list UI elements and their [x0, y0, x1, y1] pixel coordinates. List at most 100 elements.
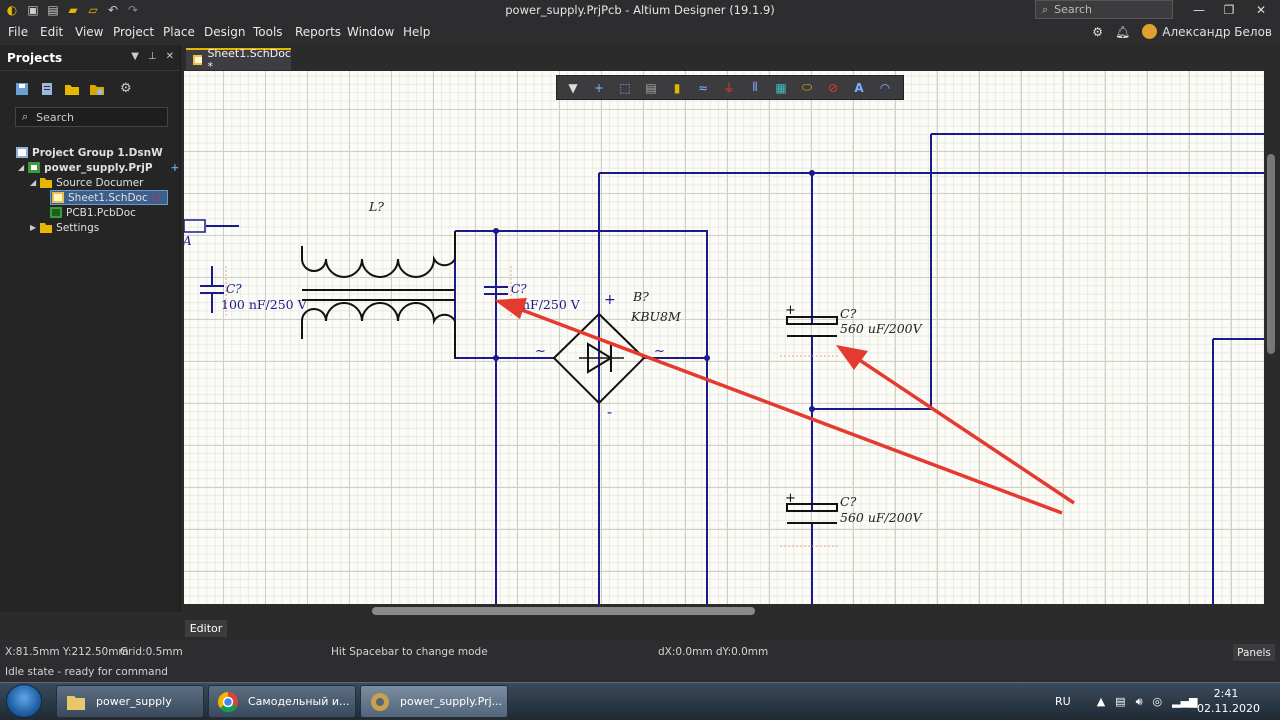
expand-arrow-icon[interactable]: ▶: [30, 223, 37, 232]
harness-icon[interactable]: ▦: [775, 80, 787, 95]
tab-sheet1[interactable]: Sheet1.SchDoc *: [186, 47, 291, 73]
move-icon[interactable]: +: [593, 80, 605, 95]
menu-reports[interactable]: Reports: [295, 25, 342, 39]
open-project-folder-icon[interactable]: [64, 81, 80, 97]
tree-item-pcb1[interactable]: PCB1.PcbDoc: [50, 205, 136, 220]
cap2-value: nF/250 V: [522, 297, 581, 312]
signal-icon[interactable]: ▂▄▆: [1172, 695, 1198, 708]
gear-icon[interactable]: ⚙: [1092, 24, 1104, 39]
close-button[interactable]: ✕: [1255, 3, 1267, 17]
settings-gear-icon[interactable]: ⚙: [120, 81, 132, 96]
menu-project[interactable]: Project: [113, 25, 155, 39]
taskbar-clock[interactable]: 2:41 02.11.2020: [1197, 686, 1260, 716]
start-button[interactable]: [6, 684, 42, 718]
redo-icon[interactable]: ↷: [127, 3, 139, 17]
compile-icon[interactable]: [39, 81, 55, 97]
vertical-scrollbar[interactable]: [1264, 71, 1280, 604]
open-project-icon[interactable]: ▱: [88, 3, 98, 17]
menu-help[interactable]: Help: [403, 25, 431, 39]
bus-icon[interactable]: ⫴: [752, 80, 758, 94]
bridge-plus: +: [604, 292, 616, 308]
junction-dot: [493, 355, 499, 361]
pin-icon[interactable]: ⊥: [147, 51, 157, 62]
vertical-scroll-thumb[interactable]: [1267, 154, 1275, 354]
panel-menu-icon[interactable]: ▼: [131, 51, 139, 62]
arc-icon[interactable]: ◠: [879, 80, 891, 95]
add-document-icon[interactable]: +: [170, 161, 180, 174]
tray-overflow-icon[interactable]: ▲: [1096, 695, 1106, 708]
horizontal-scroll-thumb[interactable]: [372, 607, 755, 615]
editor-tab[interactable]: Editor: [185, 620, 227, 637]
avatar: [1142, 24, 1158, 39]
collapse-arrow-icon[interactable]: ◢: [30, 178, 37, 187]
open-folder-icon[interactable]: ▰: [68, 3, 78, 17]
text-icon[interactable]: A: [854, 80, 864, 95]
altium-logo-icon: ◐: [6, 3, 18, 17]
user-menu[interactable]: Александр Белов: [1142, 24, 1272, 39]
window-title: power_supply.PrjPcb - Altium Designer (1…: [505, 3, 775, 17]
folder-icon: [67, 695, 85, 710]
wire-icon[interactable]: ≈: [697, 80, 709, 95]
junction-dot: [809, 406, 815, 412]
tree-item-label: Sheet1.SchDoc: [68, 191, 148, 204]
place-part-icon[interactable]: ▮: [673, 80, 681, 95]
taskbar-item-chrome[interactable]: Самодельный и...: [208, 685, 356, 718]
inductor-ref: L?: [368, 199, 384, 214]
taskbar-item-label: power_supply.Prj...: [400, 695, 503, 708]
tree-item-power-supply-project[interactable]: ◢ power_supply.PrjP +: [18, 160, 179, 175]
filter-icon[interactable]: ▼: [568, 80, 578, 95]
cap3-ref: C?: [840, 306, 857, 321]
panel-close-icon[interactable]: ✕: [165, 51, 174, 62]
tree-item-settings[interactable]: ▶ Settings: [30, 220, 99, 235]
power-port-icon[interactable]: ⏚: [722, 81, 735, 95]
clock-date: 02.11.2020: [1197, 702, 1260, 715]
title-search-box[interactable]: ⌕ Search: [1035, 0, 1173, 19]
no-erc-icon[interactable]: ⊘: [827, 80, 839, 95]
clock-time: 2:41: [1213, 687, 1239, 700]
search-icon: ⌕: [22, 110, 29, 123]
minimize-button[interactable]: —: [1193, 3, 1205, 17]
bell-icon[interactable]: 🔔︎: [1115, 24, 1131, 39]
save-icon[interactable]: ▣: [27, 3, 39, 17]
altium-icon: [371, 692, 389, 711]
menu-edit[interactable]: Edit: [40, 25, 64, 39]
search-icon: ⌕: [1042, 2, 1049, 16]
projects-search-placeholder: Search: [36, 110, 74, 124]
tree-item-sheet1[interactable]: Sheet1.SchDoc ▢: [50, 190, 168, 205]
volume-icon[interactable]: 🔊︎: [1135, 694, 1143, 708]
port-icon[interactable]: ⬭: [801, 80, 813, 94]
menu-tools[interactable]: Tools: [253, 25, 283, 39]
inductor-l: [301, 231, 456, 358]
save-all-icon[interactable]: ▤: [47, 3, 59, 17]
projects-panel-header: Projects ▼ ⊥ ✕: [0, 45, 180, 71]
taskbar-item-explorer[interactable]: power_supply: [56, 685, 204, 718]
menu-place[interactable]: Place: [163, 25, 195, 39]
tree-item-source-documents[interactable]: ◢ Source Documer: [30, 175, 144, 190]
collapse-arrow-icon[interactable]: ◢: [18, 163, 25, 172]
restore-button[interactable]: ❐: [1223, 3, 1235, 17]
save-project-icon[interactable]: [14, 81, 30, 97]
horizontal-scrollbar[interactable]: [184, 604, 1264, 618]
tree-item-project-group[interactable]: Project Group 1.DsnW: [16, 145, 163, 160]
menu-window[interactable]: Window: [347, 25, 395, 39]
system-tray: RU ▲ ▤ 🔊︎ ◎ ▂▄▆: [1055, 683, 1198, 720]
align-icon[interactable]: ▤: [645, 80, 657, 95]
menu-view[interactable]: View: [75, 25, 104, 39]
network-device-icon[interactable]: ▤: [1115, 695, 1126, 708]
projects-search-input[interactable]: ⌕ Search: [15, 107, 168, 127]
menu-file[interactable]: File: [8, 25, 29, 39]
sync-icon[interactable]: ◎: [1152, 695, 1163, 708]
delta-coords: dX:0.0mm dY:0.0mm: [658, 646, 769, 658]
cap2-ref: C?: [511, 282, 527, 296]
title-bar: ◐ ▣ ▤ ▰ ▱ ↶ ↷ power_supply.PrjPcb - Alti…: [0, 0, 1280, 21]
language-indicator[interactable]: RU: [1055, 695, 1071, 708]
junction-dot: [704, 355, 710, 361]
select-icon[interactable]: ⬚: [619, 80, 631, 95]
schematic-canvas[interactable]: A C? 100 nF/250 V L? C? nF/250 V: [184, 71, 1264, 604]
taskbar-item-altium[interactable]: power_supply.Prj...: [360, 685, 508, 718]
menu-design[interactable]: Design: [204, 25, 246, 39]
panels-button[interactable]: Panels: [1233, 644, 1275, 661]
undo-icon[interactable]: ↶: [107, 3, 119, 17]
port-symbol: [184, 219, 206, 233]
project-options-folder-icon[interactable]: [89, 81, 105, 97]
